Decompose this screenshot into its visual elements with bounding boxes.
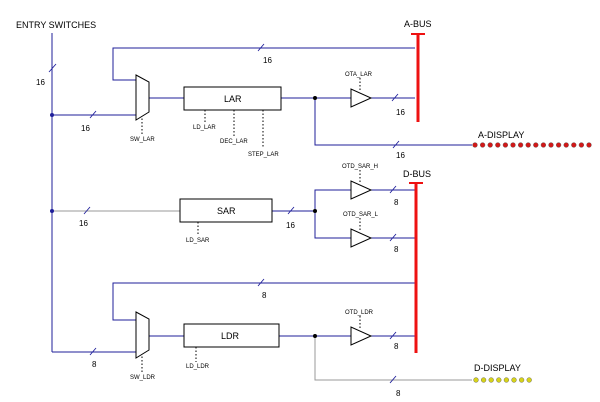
bus-width-label: 8: [394, 245, 399, 254]
display-led: [481, 377, 487, 383]
display-led: [518, 377, 525, 383]
sar-label: SAR: [217, 206, 236, 216]
bus-width-label: 16: [396, 151, 405, 160]
bus-width-slash: [48, 63, 57, 73]
display-led: [525, 142, 531, 148]
ld-lar-label: LD_LAR: [193, 125, 216, 131]
otd-sar-l-label: OTD_SAR_L: [343, 212, 379, 218]
display-led: [540, 142, 547, 148]
display-led: [526, 377, 532, 383]
otd-sar-l-buffer: [350, 228, 373, 248]
a-display-leds: [472, 142, 592, 148]
ota-lar-label: OTA_LAR: [345, 72, 373, 78]
junction-dot: [50, 209, 54, 213]
bus-width-slash: [389, 375, 397, 384]
display-led: [555, 142, 562, 148]
lar-block: [183, 86, 282, 111]
ota-lar-buffer: [350, 88, 373, 108]
bus-width-label: 16: [286, 221, 295, 230]
d-display-label: D-DISPLAY: [474, 363, 521, 373]
display-led: [472, 142, 478, 148]
display-led: [511, 377, 517, 383]
display-led: [502, 142, 509, 148]
bus-width-slash: [389, 331, 397, 340]
bus-width-slash: [257, 43, 265, 52]
bus-width-slash: [89, 347, 97, 356]
dec-lar-label: DEC_LAR: [220, 139, 248, 145]
step-lar-label: STEP_LAR: [248, 152, 279, 158]
ldr-block: [183, 323, 280, 348]
bus-width-slash: [392, 140, 400, 149]
bus-width-label: 16: [396, 108, 405, 117]
junction-dot: [313, 209, 317, 213]
bus-width-slash: [257, 278, 265, 287]
ld-sar-label: LD_SAR: [186, 238, 210, 244]
bus-width-slash: [287, 206, 295, 215]
junction-dot: [313, 334, 317, 338]
otd-ldr-buffer: [350, 326, 373, 346]
ldr-label: LDR: [221, 331, 240, 341]
display-led: [503, 377, 510, 383]
bus-width-label: 16: [36, 78, 45, 87]
bus-width-slash: [389, 233, 397, 242]
bus-width-label: 16: [79, 219, 88, 228]
ldr-mux: [135, 311, 150, 359]
otd-sar-h-label: OTD_SAR_H: [342, 164, 378, 170]
display-led: [571, 142, 577, 148]
bus-width-slash: [389, 185, 397, 194]
a-bus-feedback-wire: [112, 47, 415, 81]
ld-ldr-label: LD_LDR: [186, 364, 210, 370]
a-display-wire: [314, 98, 472, 146]
display-led: [586, 142, 592, 148]
a-display-label: A-DISPLAY: [478, 130, 524, 140]
bus-width-label: 8: [396, 389, 401, 398]
sw-ldr-label: SW_LDR: [130, 375, 156, 381]
bus-width-label: 16: [263, 56, 272, 65]
sar-block: [179, 198, 273, 223]
bus-width-label: 8: [262, 291, 267, 300]
display-led: [487, 142, 493, 148]
display-led: [548, 142, 554, 148]
display-led: [578, 142, 585, 148]
bus-width-slash: [391, 93, 399, 102]
bus-width-slash: [89, 110, 97, 119]
display-led: [563, 142, 569, 148]
display-led: [510, 142, 516, 148]
lar-mux: [135, 74, 150, 121]
junction-dot: [50, 113, 54, 117]
bus-width-label: 16: [81, 124, 90, 133]
bus-width-label: 8: [394, 198, 399, 207]
display-led: [480, 142, 486, 148]
display-led: [533, 142, 539, 148]
otd-sar-h-buffer: [350, 180, 373, 200]
d-bus-feedback-wire: [112, 282, 415, 321]
d-display-wire: [314, 336, 472, 381]
display-led: [495, 142, 501, 148]
sw-lar-label: SW_LAR: [130, 137, 155, 143]
sar-h-branch-wire: [314, 189, 351, 211]
d-bus-label: D-BUS: [403, 169, 431, 179]
otd-ldr-label: OTD_LDR: [345, 310, 374, 316]
lar-label: LAR: [224, 94, 242, 104]
sar-l-branch-wire: [314, 211, 351, 239]
entry-switches-label: ENTRY SWITCHES: [16, 20, 96, 30]
junction-dot: [313, 96, 317, 100]
display-led: [488, 377, 494, 383]
display-led: [517, 142, 524, 148]
bus-width-label: 8: [394, 342, 399, 351]
display-led: [496, 377, 502, 383]
display-led: [473, 377, 479, 383]
bus-width-slash: [83, 206, 91, 215]
d-display-leds: [473, 377, 532, 383]
a-bus-label: A-BUS: [404, 19, 432, 29]
bus-width-label: 8: [92, 360, 97, 369]
